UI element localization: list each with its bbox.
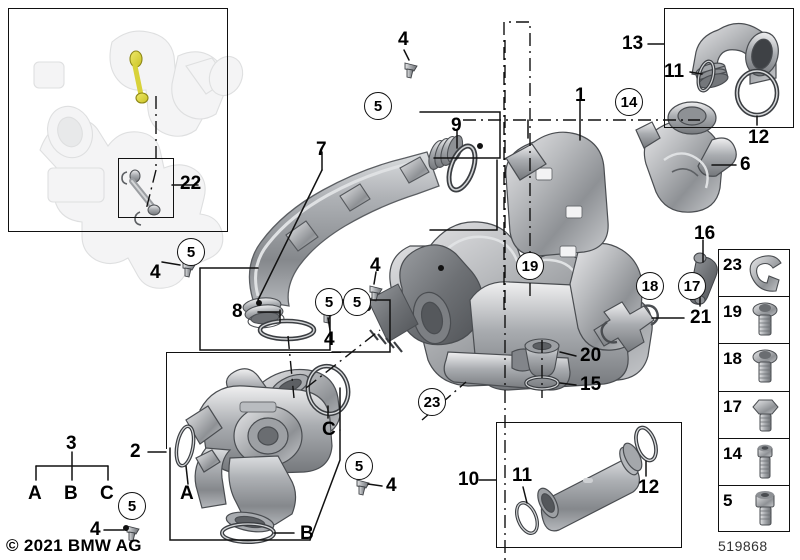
legend-item-17[interactable]: 17 (718, 390, 790, 438)
inset-box-part-22 (118, 158, 174, 218)
callout-11-top: 11 (664, 61, 685, 82)
callout-8: 8 (232, 301, 243, 322)
callout-15: 15 (580, 374, 602, 395)
bolt-4-d (369, 285, 383, 302)
drawing-number: 519868 (718, 538, 768, 554)
part-9-oring (446, 143, 478, 193)
flange-bolt-icon (752, 302, 778, 336)
retaining-clip-icon (749, 255, 782, 292)
bolt-4-e (356, 479, 370, 496)
callout-1: 1 (575, 85, 586, 106)
callout-3: 3 (66, 433, 77, 454)
callout-11-bottom: 11 (512, 465, 533, 486)
part-21-bracket (593, 301, 659, 353)
callout-4-b: 4 (150, 262, 161, 283)
legend-item-19[interactable]: 19 (718, 296, 790, 344)
callout-9: 9 (451, 115, 462, 136)
callout-21: 21 (690, 307, 712, 328)
callout-5-f: 5 (118, 492, 146, 520)
callout-13: 13 (622, 33, 644, 54)
part-15-oring (524, 375, 560, 391)
legend-number-18: 18 (723, 349, 742, 369)
callout-10: 10 (458, 469, 480, 490)
callout-5-e: 5 (345, 452, 373, 480)
gasket-marker-c: C (322, 419, 336, 440)
callout-7: 7 (316, 139, 327, 160)
legend-number-19: 19 (723, 302, 742, 322)
bolt-4-a (404, 62, 418, 79)
legend-item-18[interactable]: 18 (718, 343, 790, 391)
gasket-legend-b: B (64, 483, 78, 504)
callout-12-top: 12 (748, 127, 770, 148)
inset-box-part-10 (496, 422, 682, 548)
socket-bolt-icon (755, 490, 775, 526)
callout-5-a: 5 (364, 92, 392, 120)
part-1-turbocharger-assembly (367, 131, 653, 391)
gasket-marker-a: A (180, 483, 194, 504)
callout-22: 22 (180, 173, 202, 194)
callout-18: 18 (636, 272, 664, 300)
gasket-b-ring (220, 522, 276, 544)
callout-14: 14 (615, 88, 643, 116)
legend-number-5: 5 (723, 490, 733, 510)
inset-box-part-2 (166, 352, 341, 449)
callout-20: 20 (580, 345, 602, 366)
legend-item-23[interactable]: 23 (718, 249, 790, 297)
callout-2: 2 (130, 441, 141, 462)
callout-5-c: 5 (315, 288, 343, 316)
callout-5-b: 5 (177, 238, 205, 266)
part-20-bushing (524, 338, 560, 378)
socket-bolt-icon (757, 444, 773, 479)
callout-17: 17 (678, 272, 706, 300)
copyright-notice: © 2021 BMW AG (6, 536, 142, 555)
gasket-legend-a: A (28, 483, 42, 504)
legend-number-17: 17 (723, 396, 742, 416)
hex-bolt-icon (752, 399, 779, 432)
callout-12-bottom: 12 (638, 477, 660, 498)
legend-item-5[interactable]: 5 (718, 484, 790, 533)
inset-box-part-13 (664, 8, 794, 128)
inset-box-overview (8, 8, 228, 232)
fastener-legend: 23 19 18 17 (718, 249, 790, 533)
callout-19: 19 (516, 252, 544, 280)
callout-16: 16 (694, 223, 716, 244)
callout-5-d: 5 (343, 288, 371, 316)
callout-4-e: 4 (386, 475, 397, 496)
legend-item-14[interactable]: 14 (718, 437, 790, 485)
callout-4-a: 4 (398, 29, 409, 50)
gasket-legend-c: C (100, 483, 114, 504)
callout-6: 6 (740, 154, 751, 175)
legend-number-14: 14 (723, 443, 742, 463)
callout-4-c: 4 (324, 329, 335, 350)
gasket-marker-b: B (300, 523, 314, 544)
callout-23-main: 23 (418, 388, 446, 416)
flange-bolt-icon (752, 349, 778, 383)
part-8-oring (257, 318, 317, 342)
legend-number-23: 23 (723, 255, 742, 274)
callout-4-f: 4 (90, 519, 101, 540)
callout-4-d: 4 (370, 255, 381, 276)
